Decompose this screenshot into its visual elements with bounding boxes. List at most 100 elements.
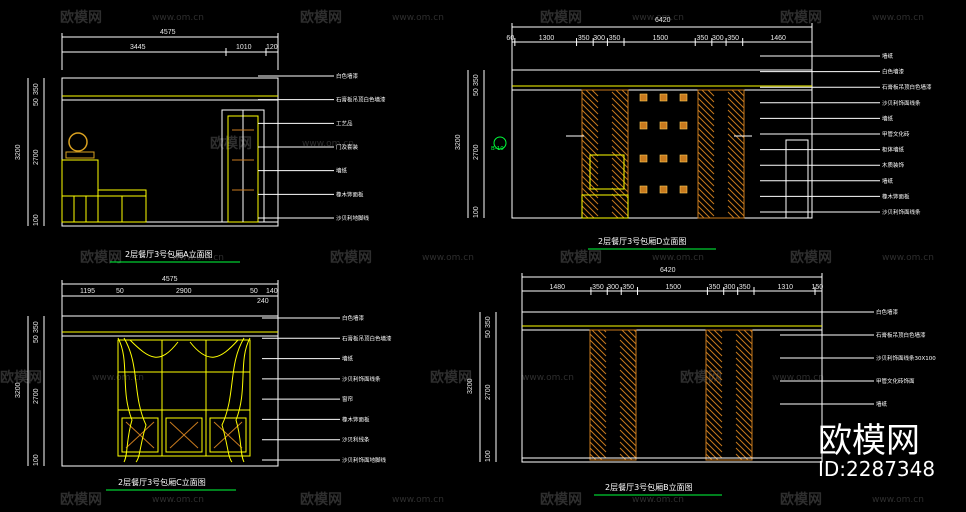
material-label: 墙纸: [882, 52, 894, 60]
dimension-segment-label: 1480: [549, 284, 565, 291]
dimension-segment-label: 350: [592, 284, 604, 291]
dimension-segment-label: 350: [727, 35, 739, 42]
material-label: 石膏板吊顶白色墙漆: [336, 96, 386, 104]
watermark-url: www.om.cn: [302, 139, 354, 149]
material-label: 墙纸: [882, 177, 894, 185]
view-b-vertical-dim: 50: [485, 330, 492, 338]
view-d-material-labels: 墙纸白色墙漆石膏板吊顶白色墙漆沙贝利饰面线条墙纸甲管文化砖柜体墙纸木质装饰墙纸橡…: [760, 52, 932, 216]
watermark-text: 欧模网: [560, 249, 602, 266]
material-label: 橡木饰面板: [882, 192, 910, 200]
material-label: 工艺品: [336, 120, 353, 127]
view-d-total-dim: 6420: [655, 17, 671, 24]
material-label: 白色墙漆: [336, 72, 359, 80]
view-a-vertical-total: 3200: [15, 144, 22, 160]
view-d-title: 2层餐厅3号包厢D立面图: [598, 236, 686, 246]
brand-id: ID:2287348: [818, 457, 935, 481]
watermark-text: 欧模网: [780, 491, 822, 508]
view-c-dim-seg: 140: [266, 288, 278, 295]
watermark-text: 欧模网: [60, 9, 102, 26]
view-b-vertical-dim: 100: [485, 450, 492, 462]
dimension-segment-label: 60: [506, 35, 514, 42]
watermark-url: www.om.cn: [422, 253, 474, 263]
watermark-text: 欧模网: [330, 249, 372, 266]
section-marker-label: B-10: [491, 146, 504, 152]
watermark-text: 欧模网: [680, 369, 722, 386]
watermark-layer: 欧模网 www.om.cn 欧模网 www.om.cn 欧模网 www.om.cn 欧模网 w…: [0, 9, 934, 508]
dimension-segment-label: 350: [697, 35, 709, 42]
dimension-segment-label: 1500: [653, 35, 669, 42]
watermark-url: www.om.cn: [522, 373, 574, 383]
watermark-url: www.om.cn: [152, 13, 204, 23]
view-c-vertical-dim: 2700: [33, 388, 40, 404]
watermark-text: 欧模网: [0, 369, 42, 386]
watermark-text: 欧模网: [430, 369, 472, 386]
material-label: 甲管文化砖饰面: [876, 377, 915, 385]
brand-logo-text: 欧模网: [818, 421, 920, 461]
dimension-segment-label: 1300: [539, 35, 555, 42]
watermark-text: 欧模网: [300, 9, 342, 26]
watermark-url: www.om.cn: [172, 253, 224, 263]
material-label: 石膏板吊顶白色墙漆: [876, 331, 926, 339]
material-label: 甲管文化砖: [882, 130, 910, 138]
dimension-segment-label: 300: [724, 284, 736, 291]
view-c-vertical-dim: 100: [33, 454, 40, 466]
watermark-url: www.om.cn: [772, 373, 824, 383]
dimension-segment-label: 350: [709, 284, 721, 291]
view-a-vertical-dim: 2700: [33, 149, 40, 165]
view-a-dim-seg: 120: [266, 44, 278, 51]
watermark-url: www.om.cn: [392, 495, 444, 505]
material-label: 石膏板吊顶白色墙漆: [342, 334, 392, 342]
material-label: 门及套装: [336, 143, 359, 151]
view-a-vertical-dim: 50: [33, 98, 40, 106]
watermark-url: www.om.cn: [872, 495, 924, 505]
view-a-dim-seg: 3445: [130, 44, 146, 51]
material-label: 墙纸: [882, 114, 894, 122]
material-label: 沙贝利饰面线条: [882, 99, 921, 107]
view-a-total-dim: 4575: [160, 29, 176, 36]
view-a-title: 2层餐厅3号包厢A立面图: [125, 249, 213, 259]
view-c-vertical-total: 3200: [15, 382, 22, 398]
view-b-vertical-dim: 350: [485, 316, 492, 328]
watermark-url: www.om.cn: [872, 13, 924, 23]
watermark-text: 欧模网: [540, 9, 582, 26]
view-a-vertical-dim: 350: [33, 83, 40, 95]
material-label: 沙贝利线条: [342, 436, 370, 444]
material-label: 沙贝利饰面地脚线: [342, 456, 387, 464]
watermark-url: www.om.cn: [152, 495, 204, 505]
watermark-text: 欧模网: [780, 9, 822, 26]
view-d-vertical-dim: 50: [473, 88, 480, 96]
watermark-url: www.om.cn: [632, 13, 684, 23]
dimension-segment-label: 300: [607, 284, 619, 291]
view-b-total-dim: 6420: [660, 267, 676, 274]
material-label: 沙贝利地脚线: [336, 214, 370, 222]
material-label: 沙贝利饰面线条: [882, 208, 921, 216]
view-c-total-dim: 4575: [162, 276, 178, 283]
watermark-url: www.om.cn: [652, 253, 704, 263]
view-d-vertical-dim: 2700: [473, 144, 480, 160]
material-label: 沙贝利饰面线条30X100: [876, 354, 936, 362]
view-d-vertical-dim: 100: [473, 206, 480, 218]
watermark-text: 欧模网: [210, 135, 252, 152]
view-c-dim-seg: 240: [257, 298, 269, 305]
watermark-text: 欧模网: [60, 491, 102, 508]
watermark-text: 欧模网: [300, 491, 342, 508]
view-c-vertical-dim: 350: [33, 321, 40, 333]
dimension-segment-label: 1460: [770, 35, 786, 42]
material-label: 窗帘: [342, 395, 354, 403]
watermark-url: www.om.cn: [392, 13, 444, 23]
dimension-segment-label: 300: [593, 35, 605, 42]
view-a-vertical-dim: 100: [33, 214, 40, 226]
dimension-segment-label: 350: [578, 35, 590, 42]
material-label: 墙纸: [342, 355, 354, 363]
watermark-url: www.om.cn: [632, 495, 684, 505]
view-d-vertical-dim: 350: [473, 74, 480, 86]
view-c-dim-seg: 2900: [176, 288, 192, 295]
material-label: 沙贝利饰面线条: [342, 375, 381, 383]
material-label: 白色墙漆: [342, 314, 365, 322]
watermark-text: 欧模网: [790, 249, 832, 266]
